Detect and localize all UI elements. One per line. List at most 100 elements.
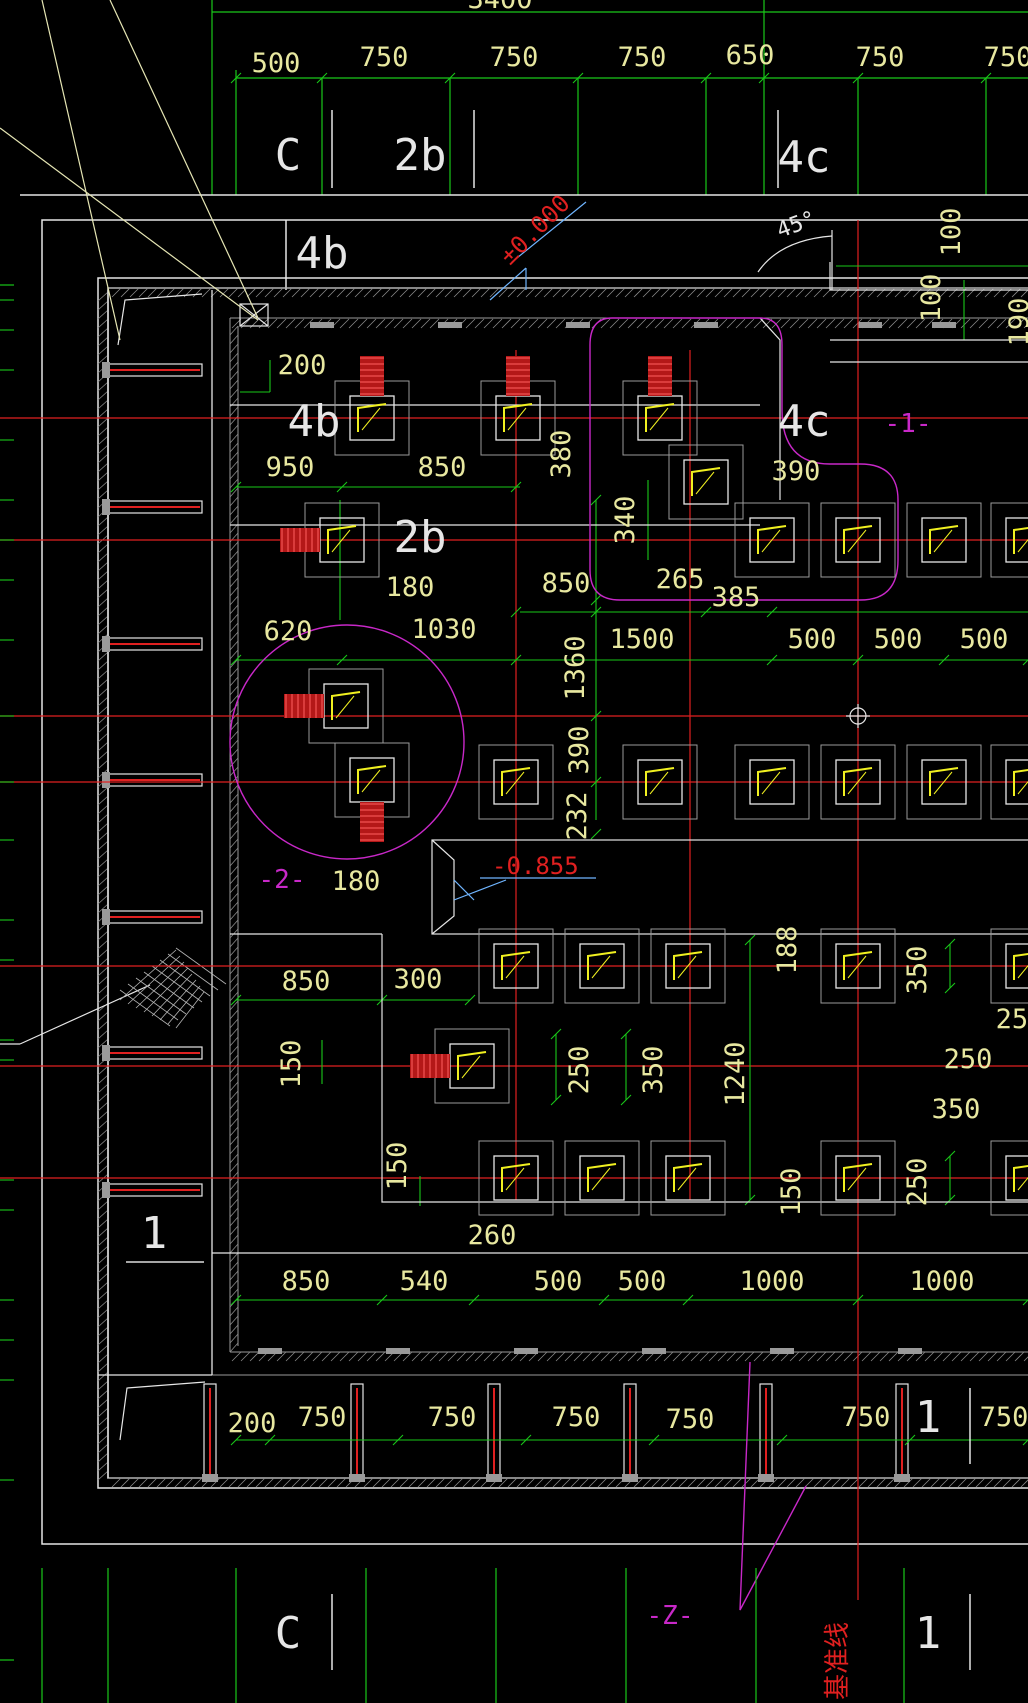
dim-260: 260 (468, 1220, 517, 1251)
equipment-frame (990, 744, 1028, 820)
hatch-mark (429, 318, 440, 329)
hatch-mark (483, 1351, 494, 1362)
dimension-tick (392, 1434, 404, 1446)
hatch-mark (97, 687, 109, 698)
hatch-mark (147, 1477, 158, 1488)
hatch-mark (229, 1333, 239, 1344)
hatch-mark (444, 287, 455, 298)
dim-850b: 850 (542, 568, 591, 599)
hatch-mark (348, 318, 359, 329)
dim-200: 200 (278, 350, 327, 381)
hatch-mark (795, 1477, 806, 1488)
hatch-mark (229, 514, 239, 525)
drain-bar-cap (102, 772, 110, 788)
hatch-mark (97, 723, 109, 734)
hatch-mark (480, 287, 491, 298)
equipment-frame (734, 744, 810, 820)
hatch-mark (825, 318, 836, 329)
hatch-mark (300, 287, 311, 298)
hatch-mark (97, 390, 109, 401)
equipment-frame (650, 928, 726, 1004)
hatch-mark (357, 1351, 368, 1362)
equipment-glyph (501, 1163, 531, 1192)
pit-slope-symbol (453, 201, 596, 901)
drain-post-cap (349, 1474, 365, 1482)
dimension-tick (572, 72, 584, 84)
hatch-mark (97, 678, 109, 689)
hatch-mark (120, 1477, 131, 1488)
hatch-mark (948, 1477, 959, 1488)
hatch-mark (229, 1171, 239, 1182)
hatch-mark (229, 901, 239, 912)
hatch-mark (97, 804, 109, 815)
hatch-mark (579, 1477, 590, 1488)
hatch-mark (660, 287, 671, 298)
hatch-mark (1002, 1477, 1013, 1488)
dim-bot2-6: 750 (842, 1402, 891, 1433)
dim-bot2-3: 750 (428, 1402, 477, 1433)
hatch-mark (255, 1477, 266, 1488)
hatch-mark (969, 1351, 980, 1362)
hatch-mark (229, 622, 239, 633)
hatch-mark (339, 318, 350, 329)
dimension-tick (944, 938, 956, 950)
hatch-mark (229, 1279, 239, 1290)
equipment-glyph-diag (761, 529, 781, 553)
hatch-mark (660, 1477, 671, 1488)
dimension-tick (230, 654, 242, 666)
equipment-glyph (587, 951, 617, 980)
hatch-mark (229, 865, 239, 876)
drain-bar-cap (102, 1045, 110, 1061)
hatch-mark (97, 966, 109, 977)
hatch-mark (97, 1317, 109, 1328)
hatch-mark (840, 287, 851, 298)
hatch-mark (229, 955, 239, 966)
hatch-mark (678, 287, 689, 298)
hatch-mark (97, 597, 109, 608)
hatch-mark (97, 831, 109, 842)
dimension-tick (1022, 1439, 1028, 1446)
hatch-mark (97, 849, 109, 860)
hatch-mark (229, 586, 239, 597)
hatch-mark (97, 1110, 109, 1121)
hatch-mark (229, 487, 239, 498)
hatch-mark (822, 287, 833, 298)
hatch-mark (831, 287, 842, 298)
dim-232: 232 (562, 792, 593, 841)
hatch-mark (519, 318, 530, 329)
hatch-mark (97, 876, 109, 887)
zone-label-4c: 4c (778, 396, 831, 447)
hatch-mark (501, 318, 512, 329)
dimension-tick (510, 606, 522, 618)
hatch-mark (546, 1351, 557, 1362)
dimension-tick (230, 1434, 242, 1446)
hatch-mark (318, 287, 329, 298)
dim-top-total: 3400 (467, 0, 532, 15)
hatch-mark (229, 1117, 239, 1128)
hatch-mark (591, 1351, 602, 1362)
hatch-mark (97, 381, 109, 392)
hatch-mark (798, 1351, 809, 1362)
hatch-mark (609, 1351, 620, 1362)
hatch-mark (97, 453, 109, 464)
hatch-mark (229, 1153, 239, 1164)
hatch-mark (1002, 287, 1013, 298)
hatch-mark (97, 1200, 109, 1211)
hatch-mark (229, 1045, 239, 1056)
hatch-mark (156, 287, 167, 298)
dimension-tick (904, 1434, 916, 1446)
dimension-tick (944, 982, 956, 994)
drain-post-cap (622, 1474, 638, 1482)
equipment-box (835, 517, 881, 563)
hatch-mark (984, 287, 995, 298)
hatch-mark (229, 1216, 239, 1227)
hatch-mark (97, 1362, 109, 1373)
dimension-tick (598, 1294, 610, 1306)
hatch-mark (813, 1477, 824, 1488)
hatch-mark (1023, 1356, 1028, 1362)
hatch-mark (321, 1351, 332, 1362)
left-side-leader (0, 984, 151, 1045)
dim-bot1-3: 500 (534, 1266, 583, 1297)
